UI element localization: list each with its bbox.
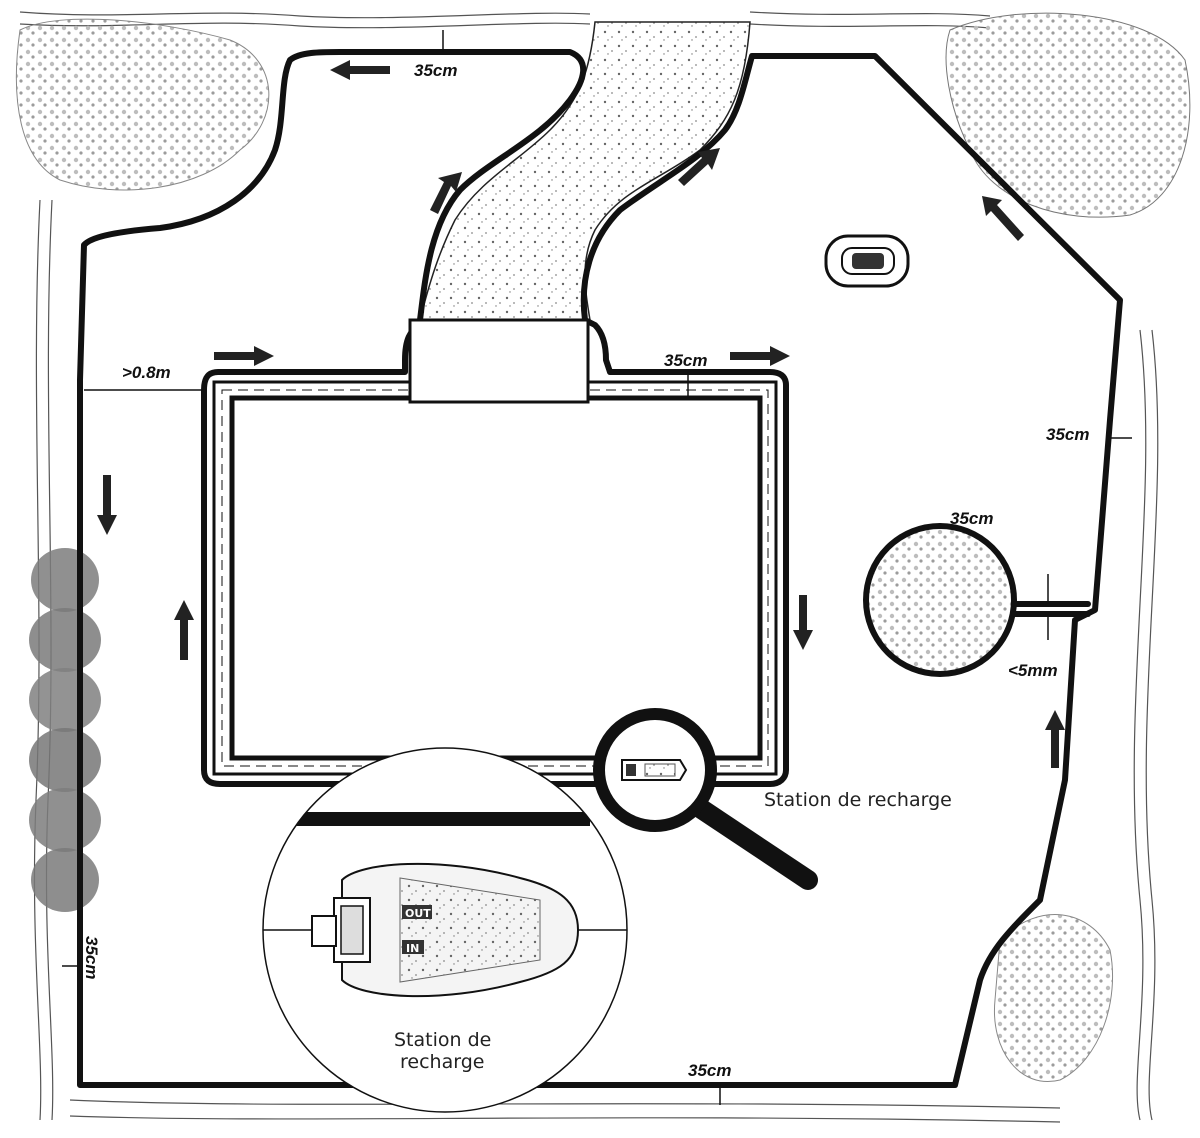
boundary-wire [77,49,1123,1088]
bottom-distance-label: 35cm [688,1061,731,1080]
station-out-label: OUT [405,907,431,920]
magnifier-icon [593,708,818,890]
zoom-inset: OUT IN Station de recharge [262,747,628,1113]
top-distance-label: 35cm [414,61,457,80]
tree-distance-label: 35cm [950,509,993,528]
pool [212,380,778,776]
station-label: Station de recharge [764,789,952,811]
right-distance-label: 35cm [1046,425,1089,444]
pool-deck [408,318,590,404]
left-pool-distance-label: >0.8m [122,363,171,382]
tree-island [863,523,1091,677]
dimension-markers [62,30,1132,1105]
station-in-label: IN [406,942,419,955]
pool-top-distance-label: 35cm [664,351,707,370]
left-bottom-distance-label: 35cm [82,936,101,979]
zoom-label-line2: recharge [400,1051,484,1073]
tree-icon [15,12,1191,1082]
arrow-icon [97,60,1065,768]
wire-gap-label: <5mm [1008,661,1058,680]
charging-station-icon: OUT IN [311,862,580,998]
bush-icon [29,548,101,912]
zoom-label-line1: Station de [394,1029,491,1051]
mower-icon [824,234,910,288]
